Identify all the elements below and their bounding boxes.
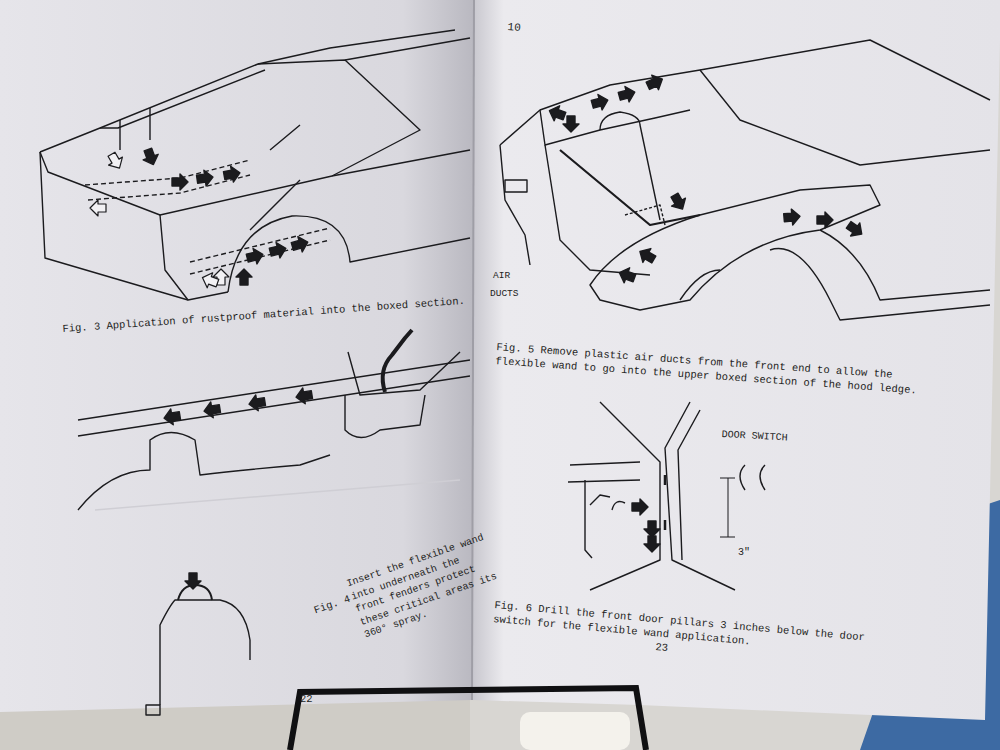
page-number: 22 bbox=[300, 692, 340, 706]
page-number: 23 bbox=[655, 640, 696, 657]
fig3-drawing bbox=[40, 30, 470, 300]
part-label: DUCTS bbox=[490, 288, 550, 301]
book-stand bbox=[290, 688, 646, 750]
dimension: 3" bbox=[738, 546, 768, 560]
fig5-drawing bbox=[500, 40, 990, 320]
book-pages bbox=[0, 0, 1000, 720]
page-number: 10 bbox=[507, 20, 548, 38]
fig4-drawing bbox=[78, 330, 470, 715]
part-label: AIR bbox=[493, 270, 543, 283]
